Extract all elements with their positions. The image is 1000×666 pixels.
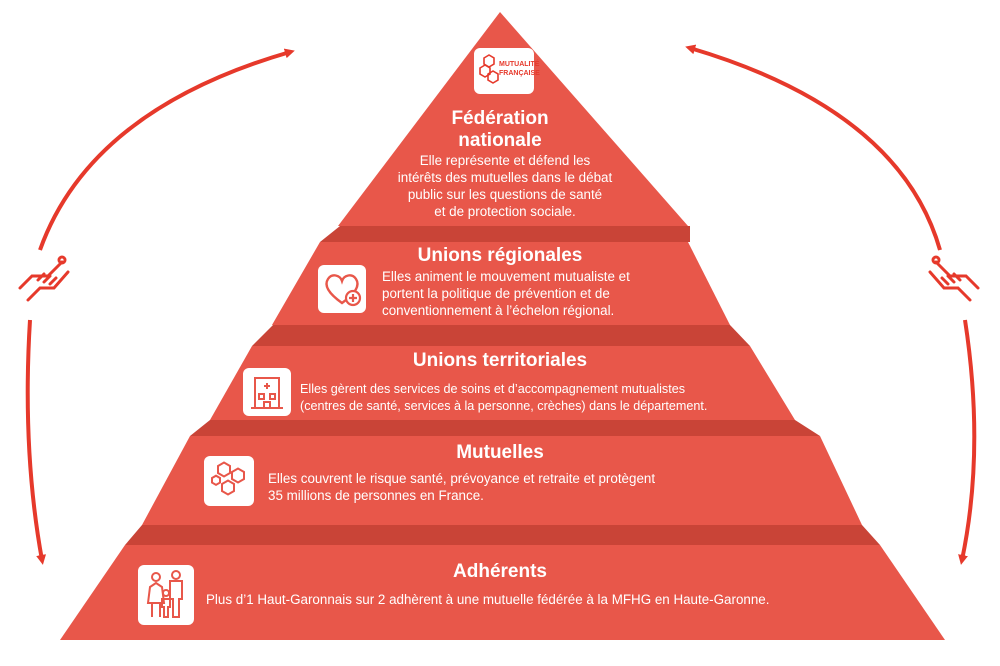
- mutuelles-description: Elles couvrent le risque santé, prévoyan…: [268, 470, 738, 504]
- handshake-icon: [18, 255, 70, 302]
- arrow-right-up: [685, 44, 942, 251]
- mutualite-logo-icon: [479, 54, 499, 84]
- tier-territoriales-shape: [210, 346, 795, 420]
- fold-3: [190, 420, 820, 436]
- territoriales-description-line-2: (centres de santé, services à la personn…: [300, 399, 708, 413]
- adherents-description-line-1: Plus d’1 Haut-Garonnais sur 2 adhèrent à…: [206, 592, 770, 607]
- fold-4: [125, 525, 880, 545]
- logo-line-2: FRANÇAISE: [499, 70, 540, 77]
- territoriales-title: Unions territoriales: [412, 350, 588, 371]
- family-icon: [138, 565, 194, 625]
- adherents-description: Plus d’1 Haut-Garonnais sur 2 adhèrent à…: [206, 591, 926, 608]
- federation-description-line-2: intérêts des mutuelles dans le débat: [397, 170, 613, 185]
- territoriales-description: Elles gèrent des services de soins et d’…: [300, 381, 780, 415]
- federation-description-line-4: et de protection sociale.: [434, 204, 576, 219]
- heart-plus-icon: [318, 265, 366, 313]
- regionales-description-line-2: portent la politique de prévention et de: [382, 286, 610, 301]
- mutualite-logo: MUTUALITÉ FRANÇAISE: [474, 48, 540, 94]
- adherents-title: Adhérents: [453, 561, 547, 582]
- federation-title: Fédération nationale: [400, 108, 600, 152]
- regionales-title: Unions régionales: [417, 245, 583, 266]
- regionales-description-line-3: conventionnement à l’échelon régional.: [382, 303, 615, 318]
- arrow-left-up: [38, 48, 295, 251]
- tier-regionales-shape: [272, 242, 730, 325]
- hexagons-icon: [204, 456, 254, 506]
- regionales-description: Elles animent le mouvement mutualiste et…: [382, 268, 702, 319]
- federation-title-line-1: Fédération: [451, 108, 549, 129]
- federation-description: Elle représente et défend les intérêts d…: [380, 152, 630, 220]
- hospital-icon: [243, 368, 291, 416]
- territoriales-description-line-1: Elles gèrent des services de soins et d’…: [300, 382, 686, 396]
- fold-1: [320, 226, 690, 242]
- mutuelles-title: Mutuelles: [456, 442, 544, 463]
- mutuelles-description-line-2: 35 millions de personnes en France.: [268, 488, 484, 503]
- fold-2: [252, 325, 750, 346]
- mutuelles-description-line-1: Elles couvrent le risque santé, prévoyan…: [268, 471, 656, 486]
- tier-mutuelles-shape: [142, 436, 862, 525]
- federation-description-line-3: public sur les questions de santé: [407, 187, 603, 202]
- federation-title-line-2: nationale: [458, 130, 542, 151]
- federation-description-line-1: Elle représente et défend les: [419, 153, 591, 168]
- regionales-description-line-1: Elles animent le mouvement mutualiste et: [382, 269, 630, 284]
- tier-adherents-shape: [60, 545, 945, 640]
- arrow-right-down: [958, 319, 977, 565]
- tier-federation-shape: [338, 12, 688, 226]
- logo-line-1: MUTUALITÉ: [499, 61, 540, 68]
- handshake-icon: [928, 255, 980, 302]
- arrow-left-down: [25, 319, 47, 565]
